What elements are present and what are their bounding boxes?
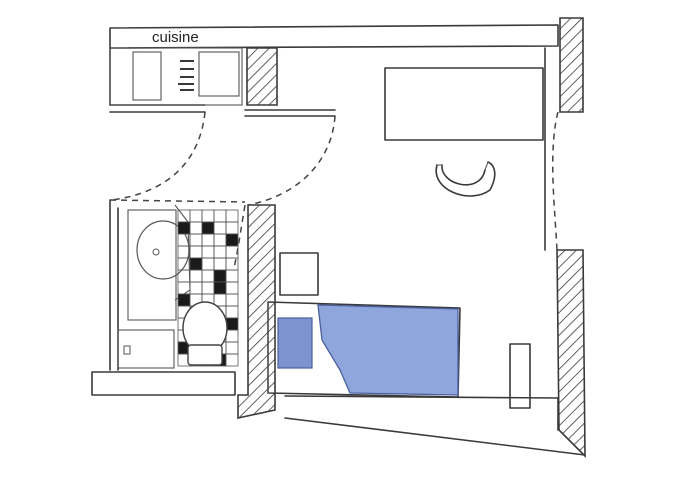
bathroom-tile	[189, 233, 203, 247]
bathroom-tile	[201, 233, 215, 247]
bathroom-tile	[213, 233, 227, 247]
doors	[109, 111, 559, 269]
kitchen-cabinet-left	[132, 51, 162, 101]
hatched-wall-right-top	[559, 17, 584, 113]
stove-burners	[178, 60, 194, 91]
bathroom-tile	[189, 281, 203, 295]
bathroom-tile	[213, 221, 227, 235]
door-arc-bath	[233, 204, 246, 269]
bathroom-tile	[225, 209, 239, 223]
bathroom-tile	[225, 221, 239, 235]
bathroom-tile	[201, 221, 215, 235]
desk	[384, 67, 544, 141]
bathroom-tile	[177, 221, 191, 235]
bathroom	[117, 204, 239, 371]
bathroom-tile	[201, 245, 215, 259]
hatched-walls	[237, 17, 586, 458]
bathroom-tile	[213, 209, 227, 223]
bathroom-tile	[201, 281, 215, 295]
bathroom-tile	[213, 281, 227, 295]
wardrobe	[509, 343, 531, 409]
bedspread	[317, 304, 459, 396]
hatched-wall-bath-right	[237, 204, 276, 419]
bathroom-tile	[225, 329, 239, 343]
bathroom-tile	[225, 293, 239, 307]
bathroom-tile	[189, 245, 203, 259]
bathroom-tile	[213, 245, 227, 259]
chair	[435, 161, 496, 197]
bathroom-tile	[201, 209, 215, 223]
outer-walls	[91, 24, 586, 456]
door-line-top	[109, 199, 246, 203]
kitchen-label: cuisine	[152, 29, 199, 46]
bathroom-tile	[177, 293, 191, 307]
bathroom-tile	[213, 269, 227, 283]
door-arc-right	[247, 115, 336, 206]
bathroom-tile	[225, 245, 239, 259]
door-arc-main	[552, 111, 559, 251]
hatched-wall-kitchen	[246, 47, 278, 106]
bathroom-tile	[225, 353, 239, 367]
bathroom-tub	[127, 209, 177, 321]
bathroom-tile	[189, 221, 203, 235]
door-arc-left	[111, 111, 206, 201]
kitchen-counter	[109, 47, 243, 106]
toilet-tank	[187, 344, 223, 366]
bathroom-tile	[213, 257, 227, 271]
pillow	[277, 317, 313, 369]
bathroom-tile	[225, 281, 239, 295]
hatched-wall-right-bottom	[556, 249, 586, 458]
bathroom-tile	[225, 269, 239, 283]
main-room	[267, 67, 544, 409]
bathroom-tile	[225, 317, 239, 331]
kitchen: cuisine	[109, 29, 243, 106]
bathroom-tile	[201, 269, 215, 283]
bathroom-tile	[225, 233, 239, 247]
bathroom-tile	[225, 305, 239, 319]
kitchen-cabinet-right	[198, 51, 240, 97]
bathroom-shower-tray	[117, 329, 175, 369]
nightstand	[279, 252, 319, 296]
bathroom-tile	[201, 257, 215, 271]
bathroom-tile	[177, 281, 191, 295]
bathroom-tile	[189, 209, 203, 223]
bathroom-tile	[189, 257, 203, 271]
bathroom-tile	[225, 341, 239, 355]
bathroom-tile	[213, 293, 227, 307]
bathroom-tile	[189, 269, 203, 283]
